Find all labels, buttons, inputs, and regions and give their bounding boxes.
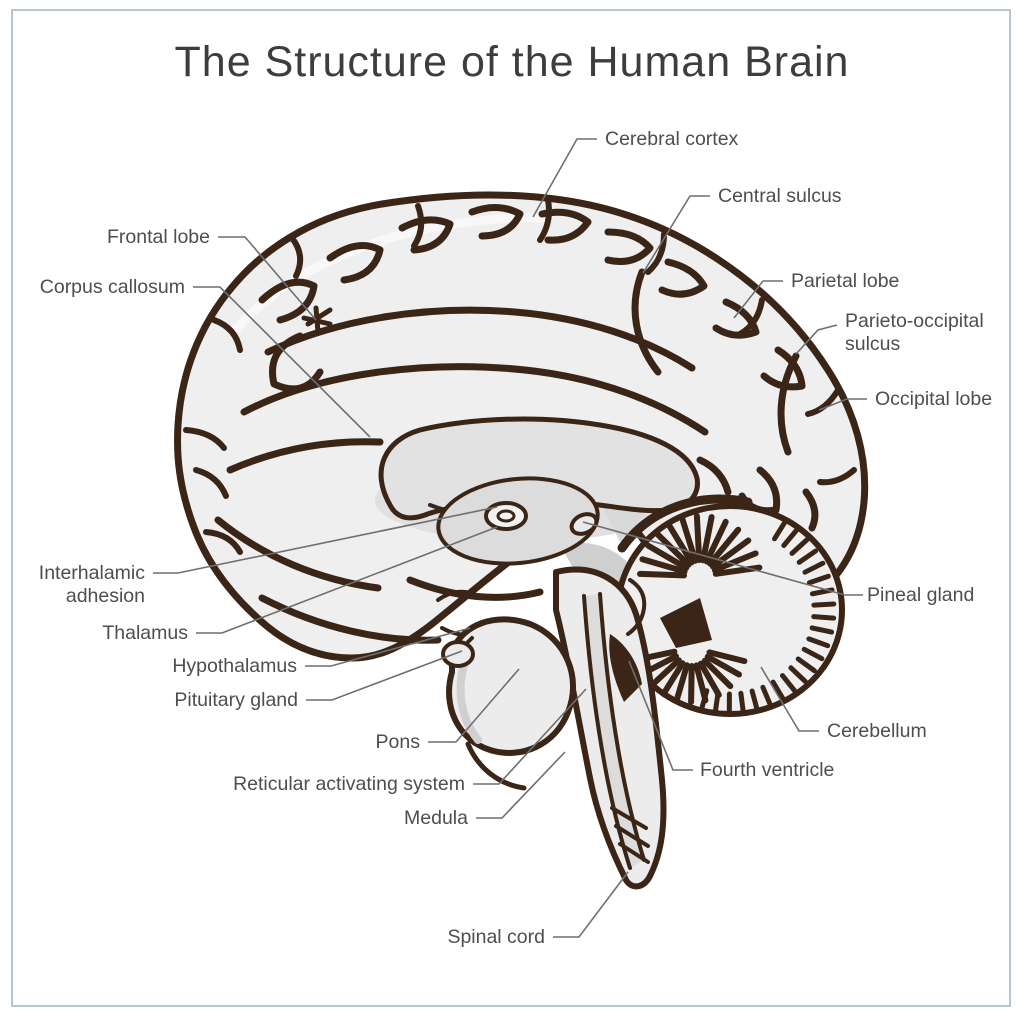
cerebellum-folia-stripe xyxy=(693,662,709,704)
cerebellum-folia-stripe xyxy=(660,660,686,697)
cerebellum-folia-stripe xyxy=(788,665,808,685)
cerebellum-folia-stripe xyxy=(760,684,774,709)
cerebellum-folia-stripe xyxy=(639,556,688,575)
cerebellum-folia-stripe xyxy=(709,537,752,570)
leader-reticular-activating-system xyxy=(473,688,587,785)
label-central-sulcus: Central sulcus xyxy=(718,185,842,207)
cerebellum-folia-stripe xyxy=(637,570,687,579)
pons-shape xyxy=(446,616,576,756)
label-pineal-gland: Pineal gland xyxy=(867,584,974,606)
leader-spinal-cord xyxy=(553,871,629,938)
leader-parietal-lobe xyxy=(733,280,783,319)
label-fourth-ventricle: Fourth ventricle xyxy=(700,759,834,781)
label-hypothalamus: Hypothalamus xyxy=(172,655,297,677)
cerebellum-folia-stripe xyxy=(654,530,692,568)
leader-cerebellum xyxy=(760,666,819,732)
leader-pineal-gland xyxy=(582,521,863,596)
label-reticular-activating-system: Reticular activating system xyxy=(233,773,465,795)
cerebellum-folia-stripe xyxy=(795,656,817,674)
cerebellum-folia-stripe xyxy=(789,537,810,556)
cerebellum-folia-stripe xyxy=(673,662,690,703)
cerebellum-folia-stripe xyxy=(688,663,695,705)
label-occipital-lobe: Occipital lobe xyxy=(875,388,992,410)
cerebellum-folia-stripe xyxy=(701,657,734,690)
label-cerebral-cortex: Cerebral cortex xyxy=(605,128,739,150)
cerebellum-folia-stripe xyxy=(700,514,715,564)
leader-central-sulcus xyxy=(642,195,710,274)
cerebellum-folia-stripe xyxy=(649,657,682,688)
leader-hypothalamus xyxy=(305,627,471,667)
cerebellum-folia-stripe xyxy=(806,636,831,649)
border-frame xyxy=(11,9,1011,1007)
cerebellum-folia-stripe xyxy=(703,518,729,565)
label-pons: Pons xyxy=(376,731,421,753)
cerebellum-folia-stripe xyxy=(711,550,759,573)
leader-medula xyxy=(476,751,566,819)
leader-occipital-lobe xyxy=(818,398,867,411)
cerebellum-folia-stripe xyxy=(796,548,819,565)
spinal-cord-canal xyxy=(582,578,650,870)
label-corpus-callosum: Corpus callosum xyxy=(40,276,185,298)
cerebellum-folia-stripe xyxy=(811,614,837,621)
cerebellum-folia-stripe xyxy=(801,646,825,662)
leader-pituitary-gland xyxy=(306,650,463,701)
cerebellum-folia-stripe xyxy=(679,515,699,564)
cerebral-gyri-sulci xyxy=(183,197,857,644)
cerebellum-folia-stripe xyxy=(738,690,746,716)
leader-parieto-occipital-sulcus xyxy=(795,324,838,355)
label-medula: Medula xyxy=(404,807,468,829)
leader-thalamus xyxy=(196,526,498,634)
leader-cerebral-cortex xyxy=(532,138,597,218)
cerebellum-folia-stripe xyxy=(697,660,722,698)
interthalamic-adhesion-core xyxy=(496,509,516,523)
cerebellum-folia-stripe xyxy=(665,521,695,566)
label-cerebellum: Cerebellum xyxy=(827,720,927,742)
cerebellum-folia-stripe xyxy=(806,573,831,586)
cerebellum-folia-stripe xyxy=(749,688,760,713)
leader-interhalamic-adhesion xyxy=(153,506,498,574)
cerebellum-folia-stripe xyxy=(645,542,690,571)
cerebellum-folia-stripe xyxy=(780,673,798,694)
cerebellum-folia xyxy=(636,513,837,717)
label-frontal-lobe: Frontal lobe xyxy=(107,226,210,248)
pituitary-shape xyxy=(441,640,475,668)
cerebellum-folia-stripe xyxy=(772,519,788,542)
leader-fourth-ventricle xyxy=(628,660,693,771)
interthalamic-adhesion-shape xyxy=(484,501,528,531)
label-spinal-cord: Spinal cord xyxy=(447,926,545,948)
leader-frontal-lobe xyxy=(218,236,317,321)
label-thalamus: Thalamus xyxy=(102,622,188,644)
cerebellum-folia-stripe xyxy=(781,527,800,548)
cerebellum-folia-stripe xyxy=(693,513,703,563)
cerebellum-folia-stripe xyxy=(706,649,748,665)
brain-illustration xyxy=(174,191,869,890)
cerebellum-folia-stripe xyxy=(809,625,835,635)
fourth-ventricle-shape xyxy=(609,634,642,702)
page-title: The Structure of the Human Brain xyxy=(175,38,850,86)
leader-corpus-callosum xyxy=(193,286,371,438)
label-parietal-lobe: Parietal lobe xyxy=(791,270,899,292)
leader-pons xyxy=(428,668,520,743)
cerebellum-vermis-wedge xyxy=(660,598,712,648)
cerebellum-folia-stripe xyxy=(802,560,826,575)
pineal-shape xyxy=(569,512,599,536)
cerebellum-folia-stripe xyxy=(770,679,786,702)
label-pituitary-gland: Pituitary gland xyxy=(174,689,298,711)
cerebellum-folia-stripe xyxy=(704,653,742,678)
cerebellum-folia-stripe xyxy=(811,601,837,608)
medulla-line xyxy=(465,741,527,791)
